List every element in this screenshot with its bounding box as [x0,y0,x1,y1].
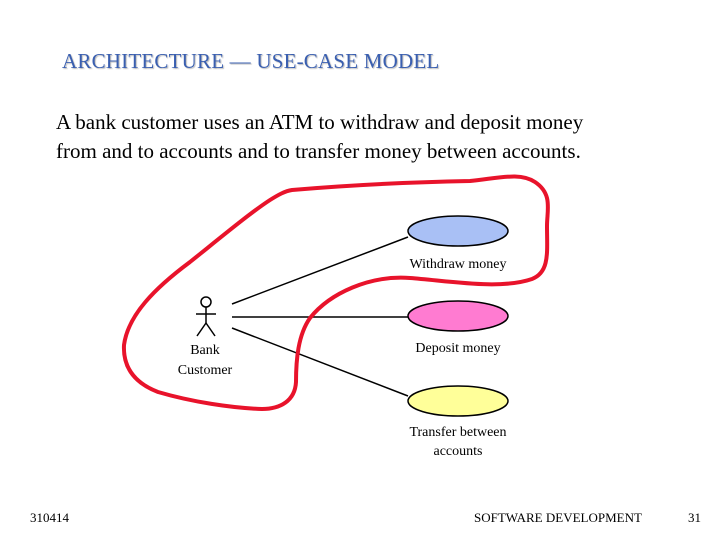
bank-customer-actor [196,296,216,337]
use-case-label-transfer-line2: accounts [434,444,483,459]
use-case-label-transfer-line1: Transfer between [409,425,506,440]
actor-label-line2: Customer [178,363,233,378]
use-case-label-withdraw: Withdraw money [409,257,506,272]
association-withdraw [231,236,409,305]
page-number: 31 [688,510,701,525]
use-case-label-deposit: Deposit money [415,341,500,356]
footer-course-title: SOFTWARE DEVELOPMENT [474,510,642,525]
actor-head [200,296,212,308]
actor-label-line1: Bank [190,343,220,358]
use-case-deposit-money [407,300,509,332]
footer-code: 310414 [30,510,69,525]
use-case-transfer [407,385,509,417]
slide-title: ARCHITECTURE — USE-CASE MODEL [62,49,440,73]
use-case-withdraw-money [407,215,509,247]
highlight-outline [121,174,550,411]
slide-description: A bank customer uses an ATM to withdraw … [56,110,584,163]
association-transfer [231,327,409,397]
